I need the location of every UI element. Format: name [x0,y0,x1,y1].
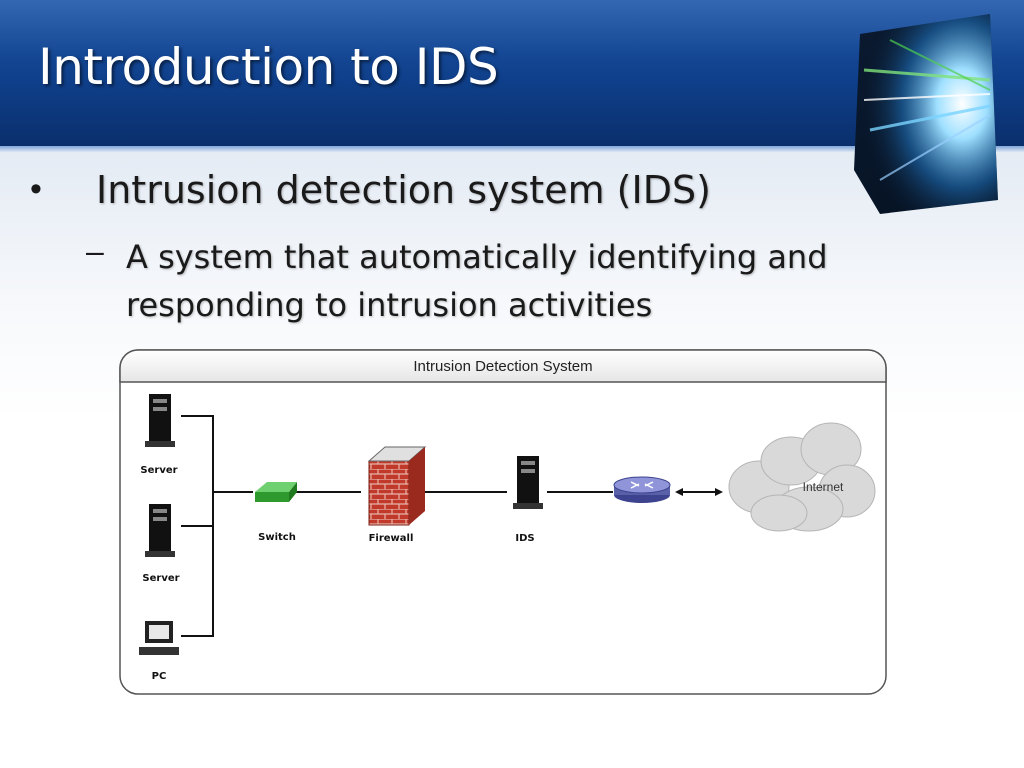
ids-network-diagram: Intrusion Detection System Server [119,349,887,695]
switch-icon [255,482,297,502]
slide-title: Introduction to IDS [38,38,499,96]
bidirectional-arrow [675,488,723,496]
bullet-marker: • [30,170,42,208]
sub-bullet-text: A system that automatically identifying … [126,238,828,324]
server-icon [145,504,175,557]
bullet-text: Intrusion detection system (IDS) [96,168,711,212]
light-streak-decoration-icon [854,14,998,214]
server-icon [145,394,175,447]
ids-label: IDS [515,533,534,544]
pc-icon [139,621,179,655]
sub-bullet-marker: – [86,233,104,269]
switch-label: Switch [258,532,296,543]
firewall-label: Firewall [369,533,414,544]
router-icon [613,476,671,503]
server-label-2: Server [142,573,179,584]
internet-label: Internet [803,480,844,494]
server-label-1: Server [140,465,177,476]
header-bar [0,0,1024,148]
firewall-icon [367,446,427,526]
header-divider [0,146,1024,152]
pc-label: PC [152,671,167,682]
header-sheen [0,0,1024,60]
server-icon [513,456,543,509]
diagram-title: Intrusion Detection System [413,358,592,375]
cloud-icon [728,422,876,532]
diagram-title-bar [119,349,887,383]
network-links [181,415,719,637]
